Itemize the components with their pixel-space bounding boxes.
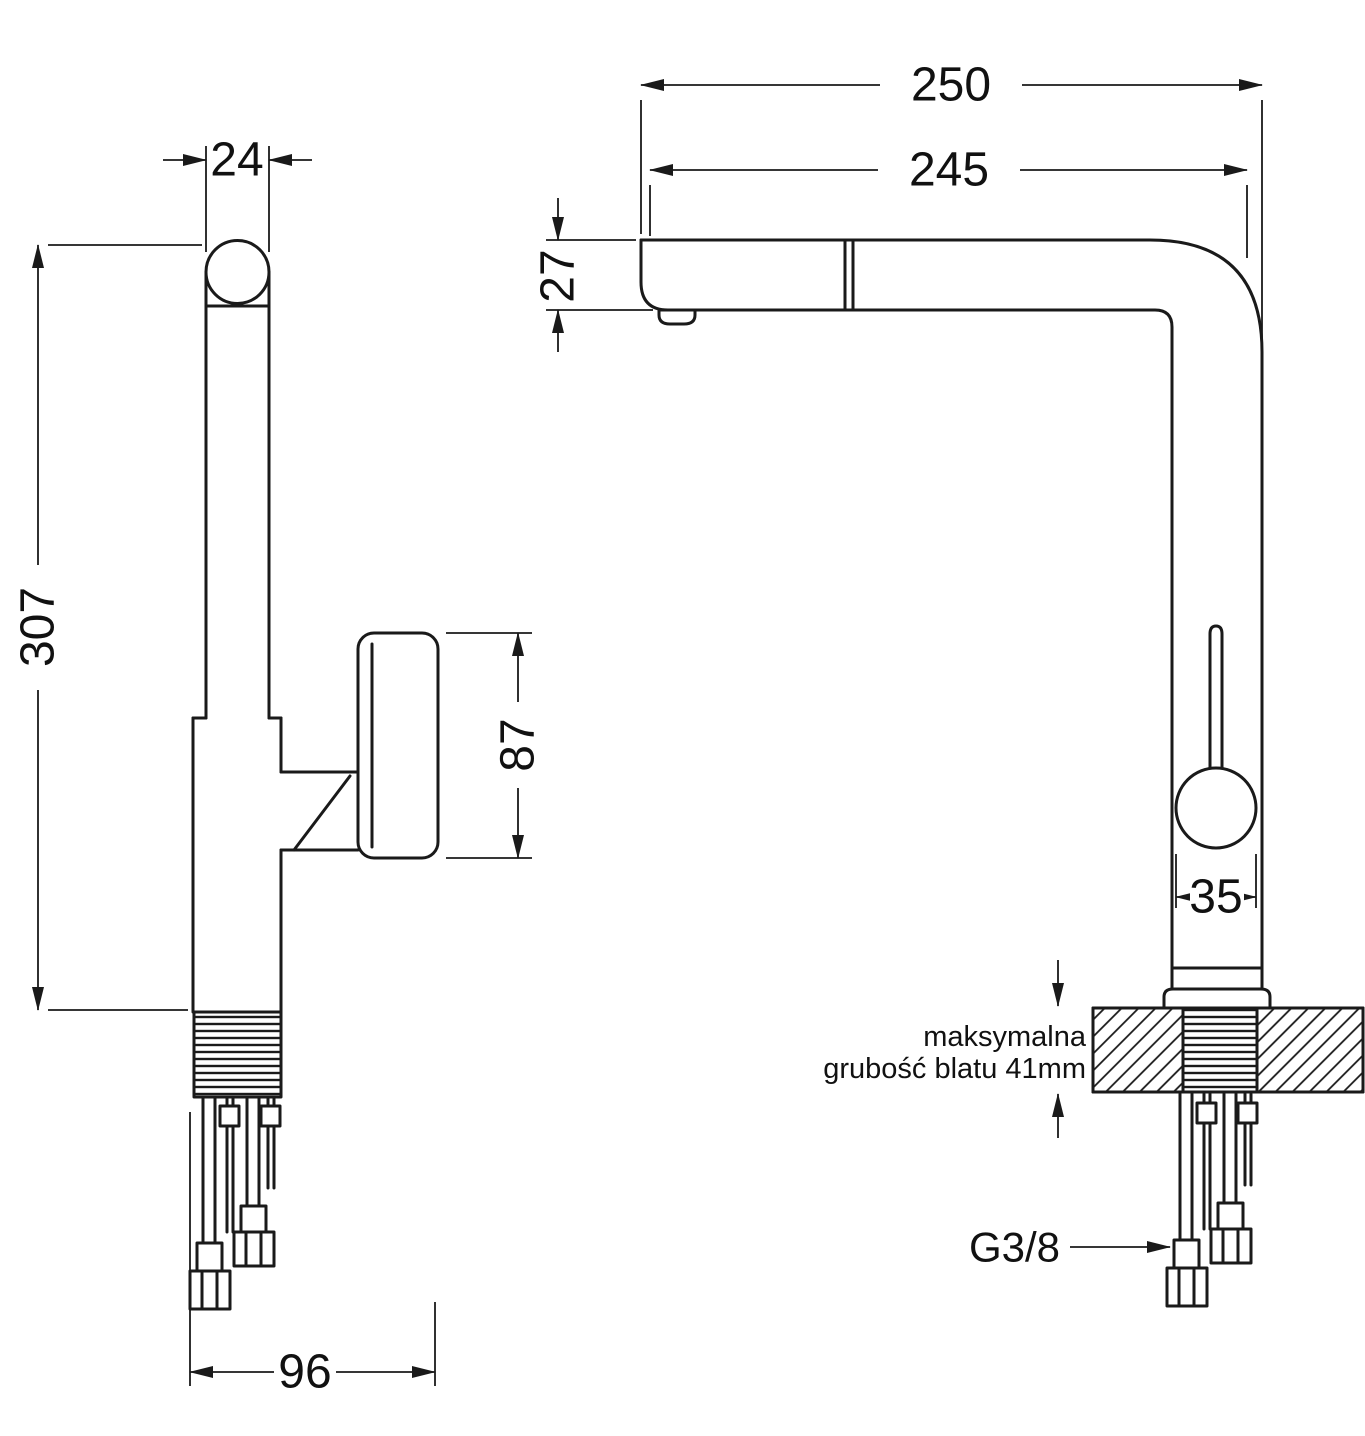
front-view-dimension-lines: [546, 79, 1263, 1253]
dimension-labels: 24 307 87 96 250 245 27 35: [12, 59, 1244, 1399]
dim-27-label: 27: [532, 249, 585, 302]
handle-rod: [1208, 624, 1224, 777]
spout-outer-edge: [639, 238, 1264, 991]
dim-96-label: 96: [278, 1346, 331, 1399]
dim-35-label: 35: [1189, 871, 1242, 924]
thread-spec-label: G3/8: [969, 1224, 1060, 1271]
side-view: [188, 239, 440, 1311]
handle-paddle: [356, 631, 440, 860]
aerator: [657, 308, 697, 326]
thread-shank: [192, 1010, 283, 1099]
side-view-dimension-lines: [32, 146, 532, 1386]
dim-35-label-backing: [1190, 878, 1244, 916]
spout-cap: [204, 239, 271, 305]
dim-24-label: 24: [210, 134, 263, 187]
spout-tip: [639, 238, 670, 312]
countertop-note-line1: maksymalna: [923, 1021, 1087, 1053]
dim-245-label: 245: [909, 144, 989, 197]
handle-sphere: [1174, 766, 1258, 850]
spout-inner-edge: [661, 308, 1174, 991]
countertop-note: maksymalna grubość blatu 41mm: [823, 1021, 1087, 1085]
dim-87-label: 87: [492, 718, 545, 771]
dim-250-label: 250: [911, 59, 991, 112]
countertop-note-line2: grubość blatu 41mm: [823, 1053, 1086, 1085]
thread-spec: G3/8: [969, 1224, 1060, 1271]
dim-307-label: 307: [12, 587, 65, 667]
thread-shank-front: [1181, 1006, 1259, 1094]
front-view: [639, 238, 1365, 1308]
base-flange: [1162, 987, 1272, 1010]
